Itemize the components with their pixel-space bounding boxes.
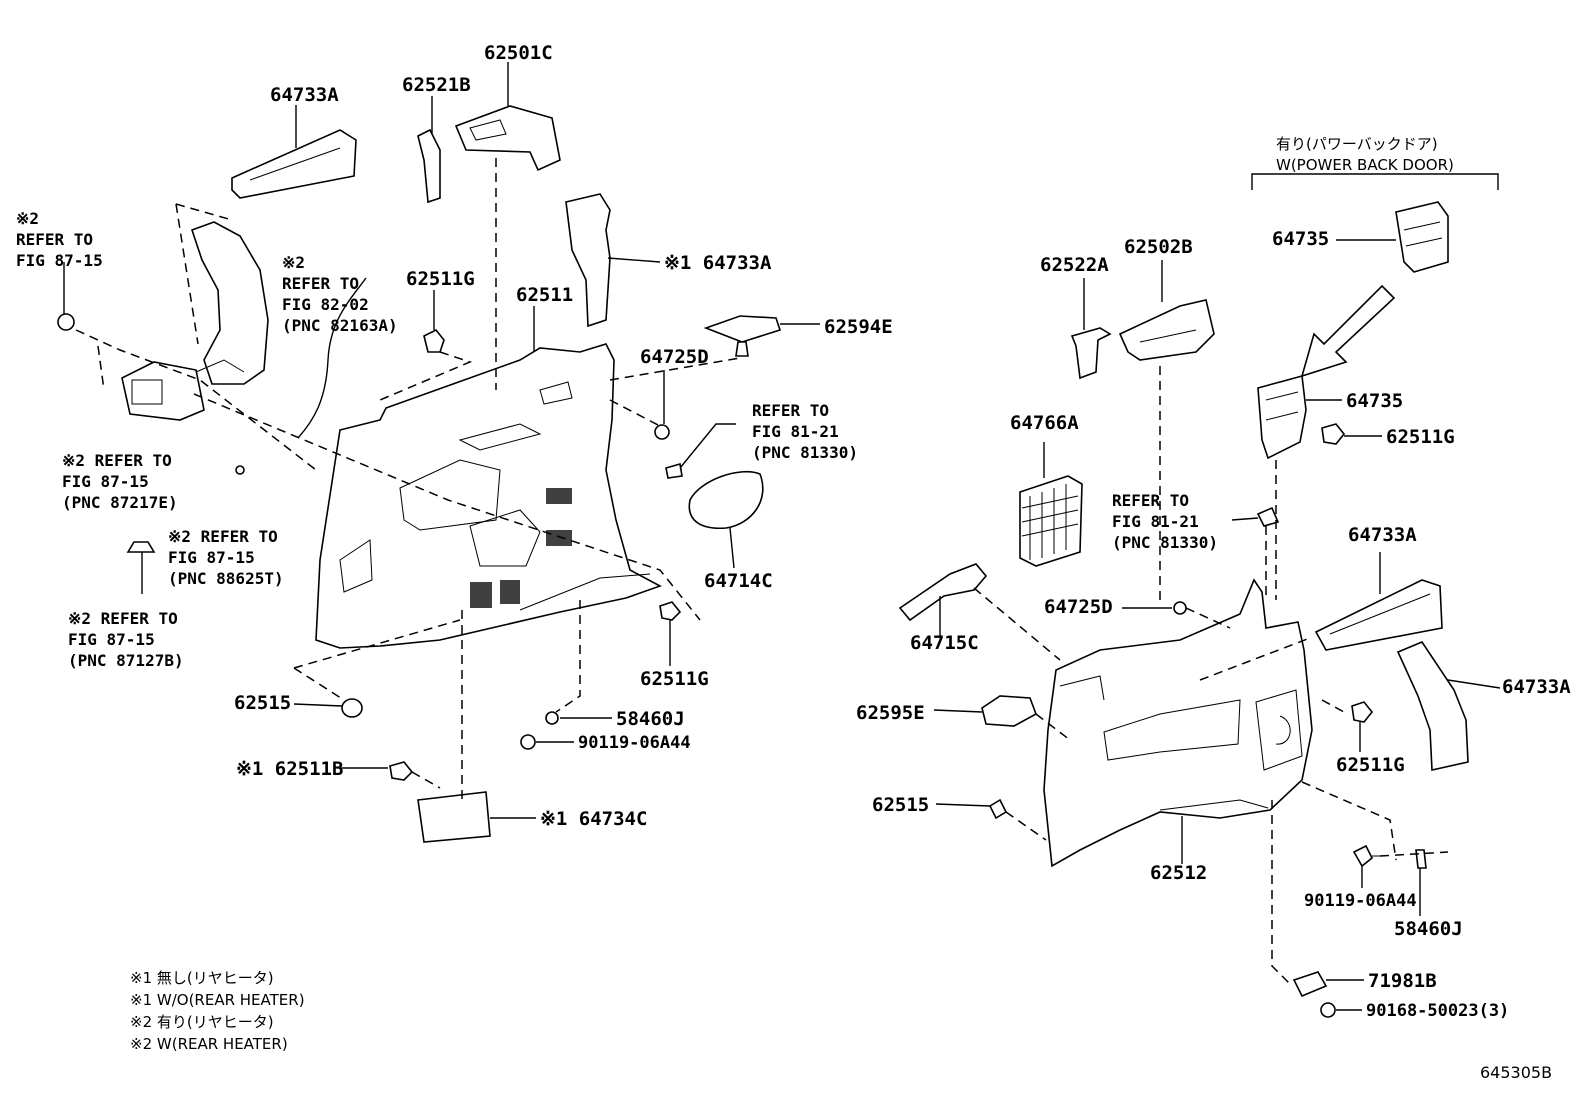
clip-62511G-d[interactable]	[1351, 701, 1374, 752]
label-62511: 62511	[516, 284, 574, 306]
part-62511-main-trim[interactable]	[315, 306, 662, 649]
legend-line-2: ※1 W/O(REAR HEATER)	[130, 991, 305, 1009]
clip-62511B[interactable]	[340, 761, 414, 781]
part-64733A-right-1[interactable]	[1314, 552, 1443, 651]
label-62594E: 62594E	[824, 316, 893, 338]
label-64715C: 64715C	[910, 632, 979, 654]
part-64733A-right-2[interactable]	[1396, 641, 1501, 771]
part-71981B[interactable]	[1292, 971, 1364, 998]
label-62515-b: 62515	[872, 794, 930, 816]
part-62594E[interactable]	[703, 315, 820, 357]
clip-62511G-c[interactable]	[1321, 423, 1382, 445]
part-64734C[interactable]	[417, 791, 536, 843]
screw-90119-a[interactable]	[520, 734, 574, 750]
ref-87217E: ※2 REFER TO FIG 87-15 (PNC 87217E)	[62, 451, 178, 512]
part-62502B[interactable]	[1118, 260, 1215, 361]
part-62522A[interactable]	[1070, 278, 1112, 380]
clip-62511G-a[interactable]	[423, 290, 445, 353]
part-64715C[interactable]	[898, 563, 988, 638]
label-64725D-b: 64725D	[1044, 596, 1113, 618]
clip-64725D-a[interactable]	[654, 424, 670, 440]
label-90119-b: 90119-06A44	[1304, 891, 1417, 911]
power-back-door-bracket	[1251, 173, 1499, 190]
label-62522A: 62522A	[1040, 254, 1109, 276]
screw-90168[interactable]	[1320, 1002, 1362, 1018]
label-64735-b: 64735	[1346, 390, 1404, 412]
part-duct-left[interactable]	[121, 221, 269, 421]
label-62502B: 62502B	[1124, 236, 1193, 258]
pin-62515-a[interactable]	[293, 698, 363, 718]
part-64766A[interactable]	[1019, 442, 1083, 567]
label-62511G-d: 62511G	[1336, 754, 1405, 776]
screw-62515-b[interactable]	[935, 798, 1008, 820]
clip-62511G-b[interactable]	[659, 601, 682, 666]
label-58460J-b: 58460J	[1394, 918, 1463, 940]
direction-arrow	[1300, 284, 1396, 378]
ref-81330-b: REFER TO FIG 81-21 (PNC 81330)	[1112, 491, 1218, 552]
part-62521B[interactable]	[417, 96, 441, 204]
power-back-door-note: 有り(パワーバックドア) W(POWER BACK DOOR)	[1276, 135, 1454, 174]
ref-87127B: ※2 REFER TO FIG 87-15 (PNC 87127B)	[68, 609, 184, 670]
label-64725D-a: 64725D	[640, 346, 709, 368]
figure-id: 645305B	[1480, 1063, 1553, 1082]
label-64733A-r2: 64733A	[1502, 676, 1571, 698]
clip-left-1[interactable]	[57, 262, 75, 331]
legend-line-4: ※2 W(REAR HEATER)	[130, 1035, 288, 1053]
screw-90119-b[interactable]	[1352, 844, 1384, 888]
label-62501C: 62501C	[484, 42, 553, 64]
label-90119-a: 90119-06A44	[578, 733, 691, 753]
connector-81330-a[interactable]	[665, 462, 683, 479]
ref-88625T: ※2 REFER TO FIG 87-15 (PNC 88625T)	[168, 527, 284, 588]
guide-lines-right	[973, 366, 1449, 985]
clip-64725D-b[interactable]	[1173, 601, 1187, 615]
label-62521B: 62521B	[402, 74, 471, 96]
label-64733A-top: 64733A	[270, 84, 339, 106]
legend-line-1: ※1 無し(リヤヒータ)	[130, 969, 274, 987]
label-64766A: 64766A	[1010, 412, 1079, 434]
part-64714C[interactable]	[688, 470, 764, 569]
guide-lines-left	[75, 158, 741, 800]
label-71981B: 71981B	[1368, 970, 1437, 992]
part-62595E[interactable]	[933, 695, 1037, 727]
part-62501C[interactable]	[454, 62, 561, 172]
label-62511G-c: 62511G	[1386, 426, 1455, 448]
part-62512-main-trim[interactable]	[1043, 578, 1313, 868]
ref-87-15-a: ※2 REFER TO FIG 87-15	[16, 209, 103, 270]
label-62511B: ※1 62511B	[236, 758, 344, 780]
clip-87127B[interactable]	[126, 541, 156, 553]
part-64733A-x1[interactable]	[565, 193, 661, 328]
label-62512: 62512	[1150, 862, 1208, 884]
ref-81330-a: REFER TO FIG 81-21 (PNC 81330)	[752, 401, 858, 462]
label-64714C: 64714C	[704, 570, 773, 592]
legend-line-3: ※2 有り(リヤヒータ)	[130, 1013, 274, 1031]
part-64733A-top[interactable]	[231, 105, 357, 199]
wire-harness	[297, 277, 367, 439]
label-62595E: 62595E	[856, 702, 925, 724]
connector-81330-b[interactable]	[1256, 506, 1280, 527]
label-58460J-a: 58460J	[616, 708, 685, 730]
label-64735-a: 64735	[1272, 228, 1330, 250]
clip-58460J-a[interactable]	[545, 711, 612, 725]
label-62515-a: 62515	[234, 692, 292, 714]
label-64733A-x1: ※1 64733A	[664, 252, 772, 274]
ref-82-02: ※2 REFER TO FIG 82-02 (PNC 82163A)	[282, 253, 398, 335]
clip-88625T[interactable]	[235, 465, 245, 475]
label-62511G-a: 62511G	[406, 268, 475, 290]
label-62511G-b: 62511G	[640, 668, 709, 690]
part-64735-lower[interactable]	[1257, 374, 1342, 460]
part-64735-top[interactable]	[1336, 201, 1449, 273]
label-90168: 90168-50023(3)	[1366, 1001, 1510, 1021]
clip-58460J-b[interactable]	[1415, 849, 1427, 916]
label-64733A-r1: 64733A	[1348, 524, 1417, 546]
label-64734C: ※1 64734C	[540, 808, 648, 830]
